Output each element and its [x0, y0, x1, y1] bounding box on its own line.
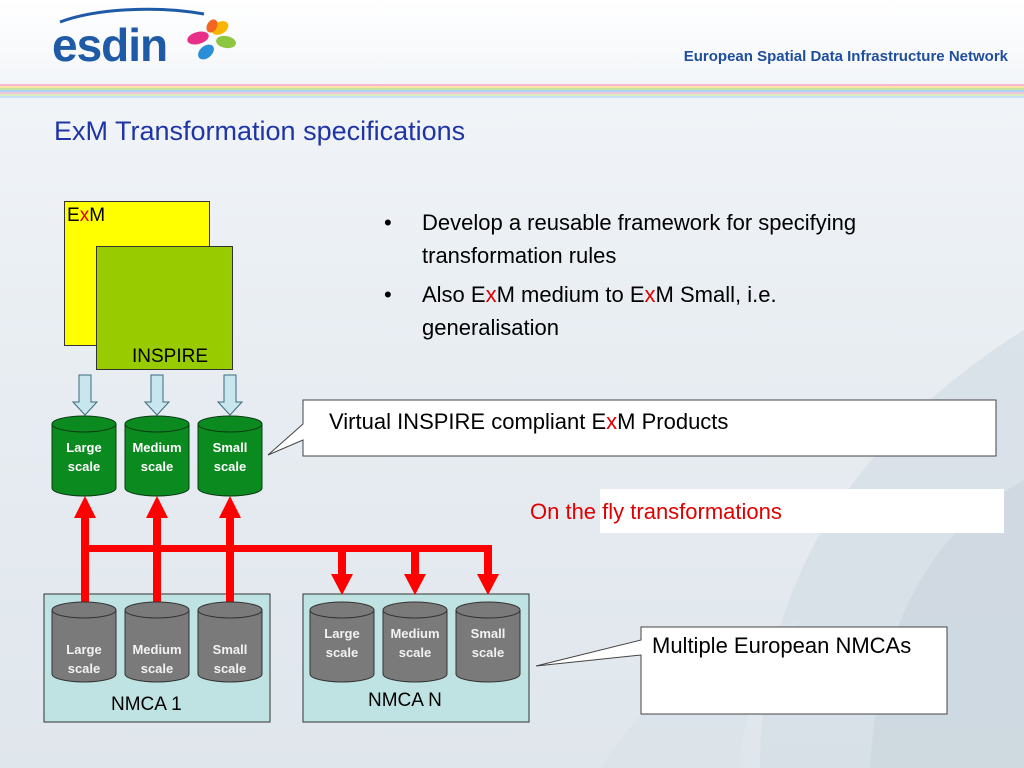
transformation-arrows	[74, 496, 499, 604]
organization-name: European Spatial Data Infrastructure Net…	[683, 48, 1008, 65]
bullet-list: • Develop a reusable framework for speci…	[384, 206, 914, 350]
virtual-products-text: Virtual INSPIRE compliant ExM Products	[329, 409, 729, 434]
exm-label: ExM	[67, 205, 106, 226]
virtual-products-callout	[267, 399, 997, 457]
nmcas-callout	[535, 626, 948, 715]
logo-text: esdin	[52, 19, 168, 71]
inspire-box	[96, 246, 233, 370]
inspire-label: INSPIRE	[132, 346, 209, 367]
slide-title: ExM Transformation specifications	[54, 116, 466, 146]
logo-swoosh-icon	[59, 7, 205, 24]
bullet-item: • Also ExM medium to ExM Small, i.e. gen…	[384, 278, 914, 344]
nmcan-label: NMCA N	[368, 690, 442, 711]
down-arrow-icon	[143, 374, 171, 416]
fly-label-bg	[600, 489, 1004, 533]
header-bar: esdin European Spatial Data Infrastructu…	[0, 0, 1024, 84]
on-the-fly-label: On the fly transformations	[530, 499, 782, 524]
header-stripes	[0, 84, 1024, 100]
logo-flower-icon	[187, 19, 236, 60]
down-arrow-icon	[216, 374, 244, 416]
down-arrow-icon	[71, 374, 99, 416]
nmcas-callout-text: Multiple European NMCAs	[652, 633, 912, 658]
bullet-marker: •	[384, 282, 392, 307]
bullet-marker: •	[384, 210, 392, 235]
nmca1-label: NMCA 1	[111, 694, 182, 715]
bullet-item: • Develop a reusable framework for speci…	[384, 206, 914, 272]
